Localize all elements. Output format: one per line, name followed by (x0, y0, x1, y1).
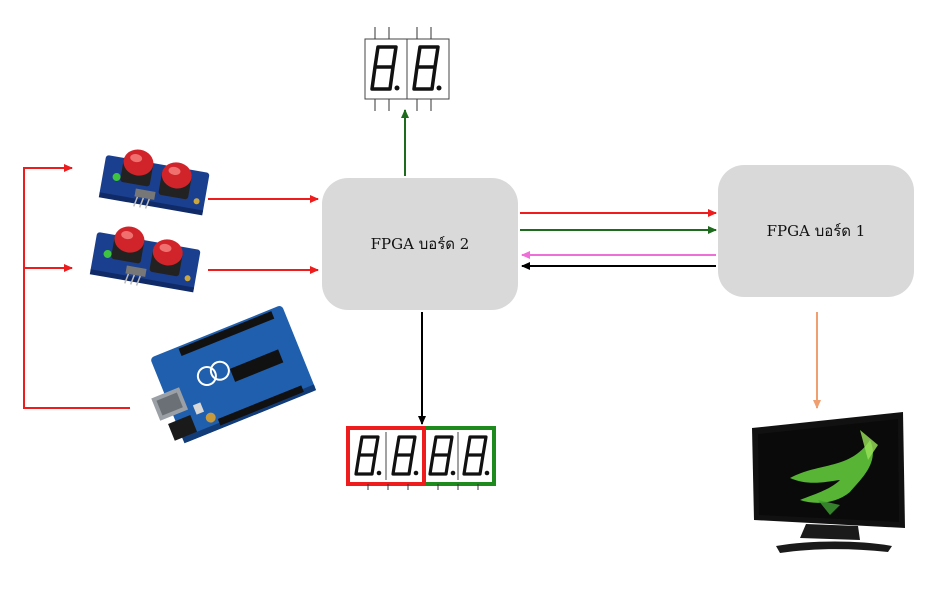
four-digit-seven-segment-display-icon (346, 426, 496, 490)
fpga-board-1-label: FPGA บอร์ด 1 (766, 222, 866, 240)
two-digit-seven-segment-display-icon (364, 27, 450, 111)
fpga-board-2-label: FPGA บอร์ด 2 (370, 235, 470, 253)
push-button-module-icon (89, 226, 201, 293)
fpga-board-1-node: FPGA บอร์ด 1 (718, 165, 914, 297)
push-button-module-icon (98, 149, 210, 216)
arduino-feedback-bracket (23, 164, 130, 409)
arduino-uno-board-icon (151, 306, 317, 444)
fpga-board-2-node: FPGA บอร์ด 2 (322, 178, 518, 310)
monitor-icon (752, 412, 905, 553)
